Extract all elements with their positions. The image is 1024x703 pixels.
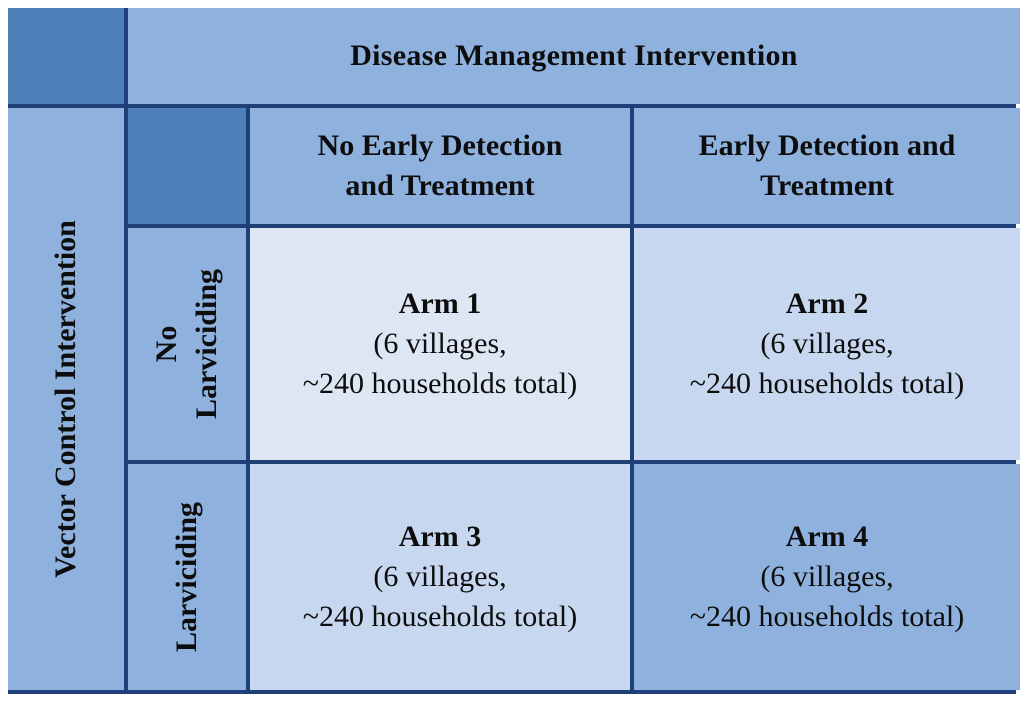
row-header-line: Larviciding: [190, 268, 224, 420]
arm-title: Arm 3: [398, 520, 482, 553]
column-header-line: and Treatment: [345, 169, 535, 202]
inner-corner-cell: [128, 108, 246, 224]
column-header-line: Treatment: [760, 169, 894, 202]
arm-villages: (6 villages,: [373, 327, 507, 360]
column-header-no-early-detection: No Early Detection and Treatment: [250, 108, 630, 224]
arm-households: ~240 households total): [302, 367, 578, 400]
arm-cell-1: Arm 1 (6 villages, ~240 households total…: [250, 228, 630, 460]
row-group-label: Vector Control Intervention: [49, 220, 82, 578]
arm-title: Arm 1: [398, 287, 482, 320]
arm-cell-2: Arm 2 (6 villages, ~240 households total…: [634, 228, 1020, 460]
arm-title: Arm 2: [785, 287, 869, 320]
row-header-larviciding: Larviciding: [128, 464, 246, 690]
arm-households: ~240 households total): [302, 600, 578, 633]
arm-cell-4: Arm 4 (6 villages, ~240 households total…: [634, 464, 1020, 690]
row-header-no-larviciding: No Larviciding: [128, 228, 246, 460]
arm-villages: (6 villages,: [760, 327, 894, 360]
column-group-header: Disease Management Intervention: [128, 8, 1020, 104]
column-group-label: Disease Management Intervention: [350, 39, 798, 72]
study-design-table: Disease Management Intervention Vector C…: [8, 8, 1020, 694]
row-header-line: Larviciding: [170, 501, 204, 653]
column-header-line: Early Detection and: [698, 129, 956, 162]
arm-households: ~240 households total): [689, 367, 965, 400]
arm-households: ~240 households total): [689, 600, 965, 633]
column-header-early-detection: Early Detection and Treatment: [634, 108, 1020, 224]
arm-villages: (6 villages,: [760, 560, 894, 593]
arm-title: Arm 4: [785, 520, 869, 553]
arm-cell-3: Arm 3 (6 villages, ~240 households total…: [250, 464, 630, 690]
corner-cell: [8, 8, 124, 104]
row-group-header: Vector Control Intervention: [8, 108, 124, 690]
row-header-line: No: [150, 325, 184, 363]
arm-villages: (6 villages,: [373, 560, 507, 593]
column-header-line: No Early Detection: [317, 129, 563, 162]
